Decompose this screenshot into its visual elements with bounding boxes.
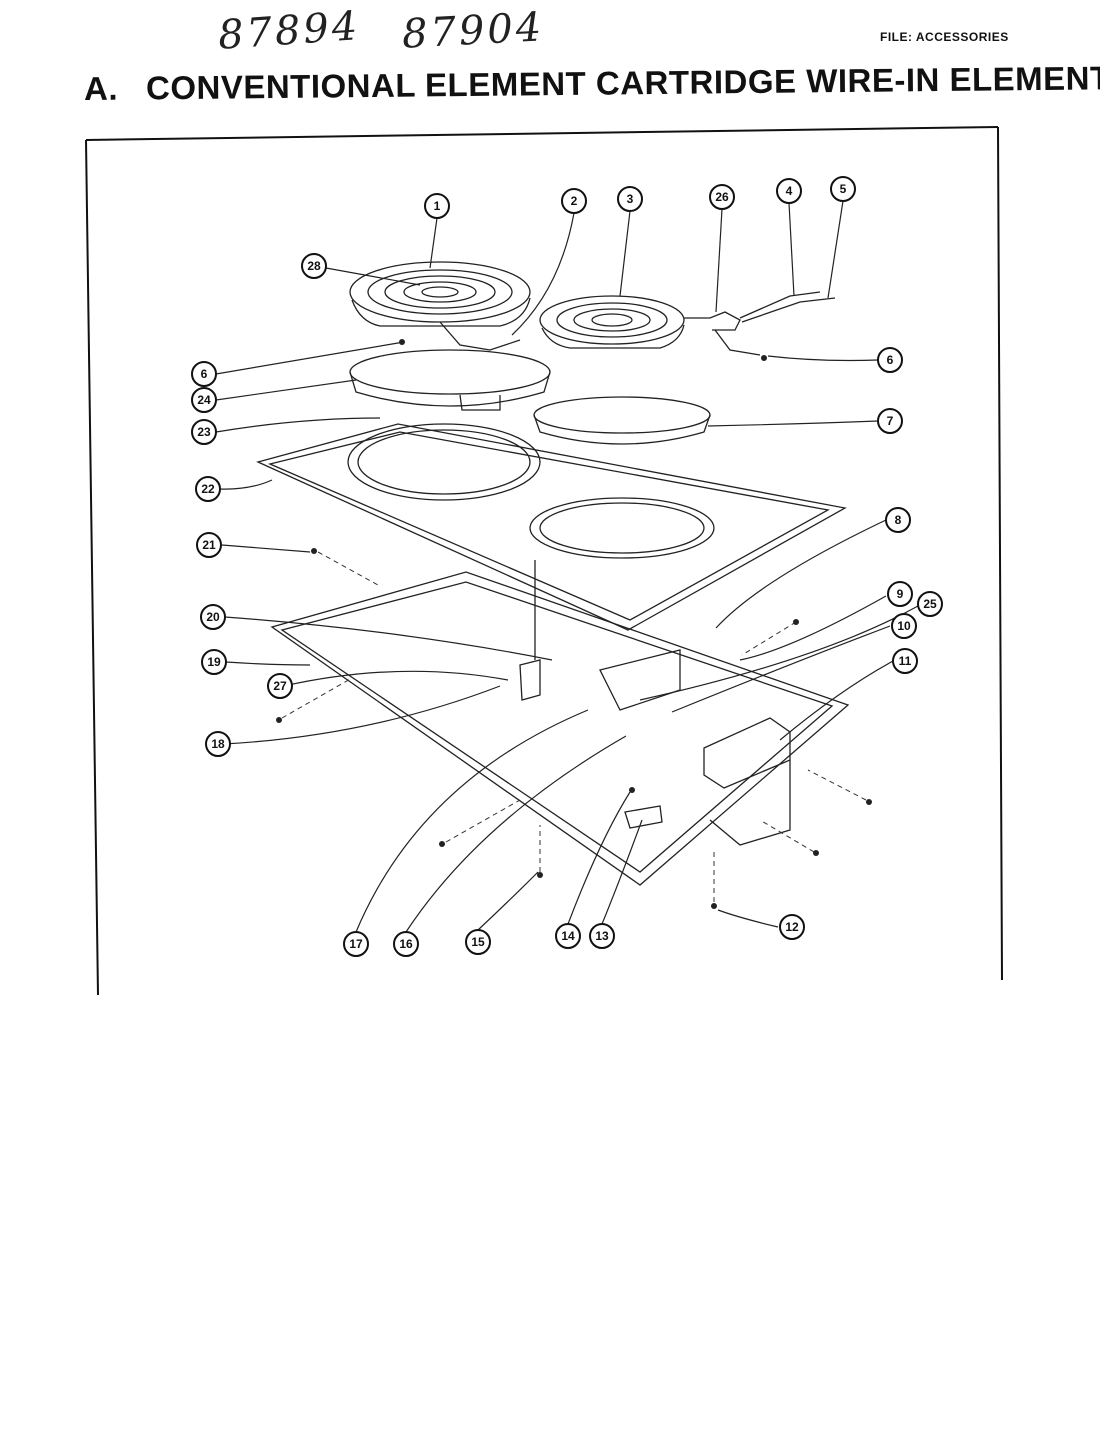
callout-23: 23: [191, 419, 217, 445]
element-support-frame: [270, 560, 850, 886]
svg-text:26: 26: [715, 190, 729, 204]
svg-text:2: 2: [571, 194, 578, 208]
small-surface-element: [539, 291, 836, 356]
svg-text:11: 11: [899, 654, 912, 668]
svg-text:7: 7: [887, 414, 894, 428]
callout-8: 8: [885, 507, 911, 533]
callout-4: 4: [776, 178, 802, 204]
callout-9: 9: [887, 581, 913, 607]
callout-25: 25: [917, 591, 943, 617]
callout-18: 18: [205, 731, 231, 757]
svg-text:9: 9: [897, 587, 904, 601]
callout-21: 21: [196, 532, 222, 558]
svg-text:5: 5: [840, 182, 847, 196]
callout-28: 28: [301, 253, 327, 279]
callout-7: 7: [877, 408, 903, 434]
callout-3: 3: [617, 186, 643, 212]
drip-bowls: [349, 349, 711, 445]
svg-text:8: 8: [895, 513, 902, 527]
callout-15: 15: [465, 929, 491, 955]
screws: [276, 339, 872, 909]
svg-text:23: 23: [197, 425, 211, 439]
callout-5: 5: [830, 176, 856, 202]
file-label: FILE: ACCESSORIES: [880, 30, 1009, 44]
callout-14: 14: [555, 923, 581, 949]
screw-guide-lines: [281, 551, 867, 902]
callout-27: 27: [267, 673, 293, 699]
callout-16: 16: [393, 931, 419, 957]
svg-text:13: 13: [595, 929, 609, 943]
svg-text:15: 15: [471, 935, 485, 949]
callout-20: 20: [200, 604, 226, 630]
callout-11: 11: [892, 648, 918, 674]
svg-text:21: 21: [202, 538, 216, 552]
svg-text:25: 25: [923, 597, 937, 611]
callout-6-left: 6: [191, 361, 217, 387]
callout-17: 17: [343, 931, 369, 957]
callout-26: 26: [709, 184, 735, 210]
svg-text:3: 3: [627, 192, 634, 206]
svg-text:1: 1: [434, 199, 441, 213]
diagram-frame: [85, 126, 1003, 996]
callout-1: 1: [424, 193, 450, 219]
svg-text:10: 10: [897, 619, 911, 633]
callout-2: 2: [561, 188, 587, 214]
svg-text:6: 6: [201, 367, 208, 381]
svg-text:28: 28: [307, 259, 321, 273]
callout-13: 13: [589, 923, 615, 949]
callout-12: 12: [779, 914, 805, 940]
callout-6-right: 6: [877, 347, 903, 373]
callout-24: 24: [191, 387, 217, 413]
svg-text:6: 6: [887, 353, 894, 367]
svg-text:19: 19: [207, 655, 221, 669]
large-surface-element: [349, 261, 531, 351]
svg-text:24: 24: [197, 393, 211, 407]
top-cover-plate: [256, 423, 847, 631]
svg-text:16: 16: [399, 937, 413, 951]
callout-19: 19: [201, 649, 227, 675]
callout-22: 22: [195, 476, 221, 502]
svg-text:12: 12: [785, 920, 799, 934]
svg-text:14: 14: [561, 929, 575, 943]
callout-10: 10: [891, 613, 917, 639]
svg-text:4: 4: [786, 184, 793, 198]
leader-lines: [215, 200, 919, 933]
svg-text:17: 17: [349, 937, 363, 951]
svg-text:22: 22: [201, 482, 215, 496]
svg-text:27: 27: [273, 679, 287, 693]
svg-text:18: 18: [211, 737, 225, 751]
svg-text:20: 20: [206, 610, 220, 624]
